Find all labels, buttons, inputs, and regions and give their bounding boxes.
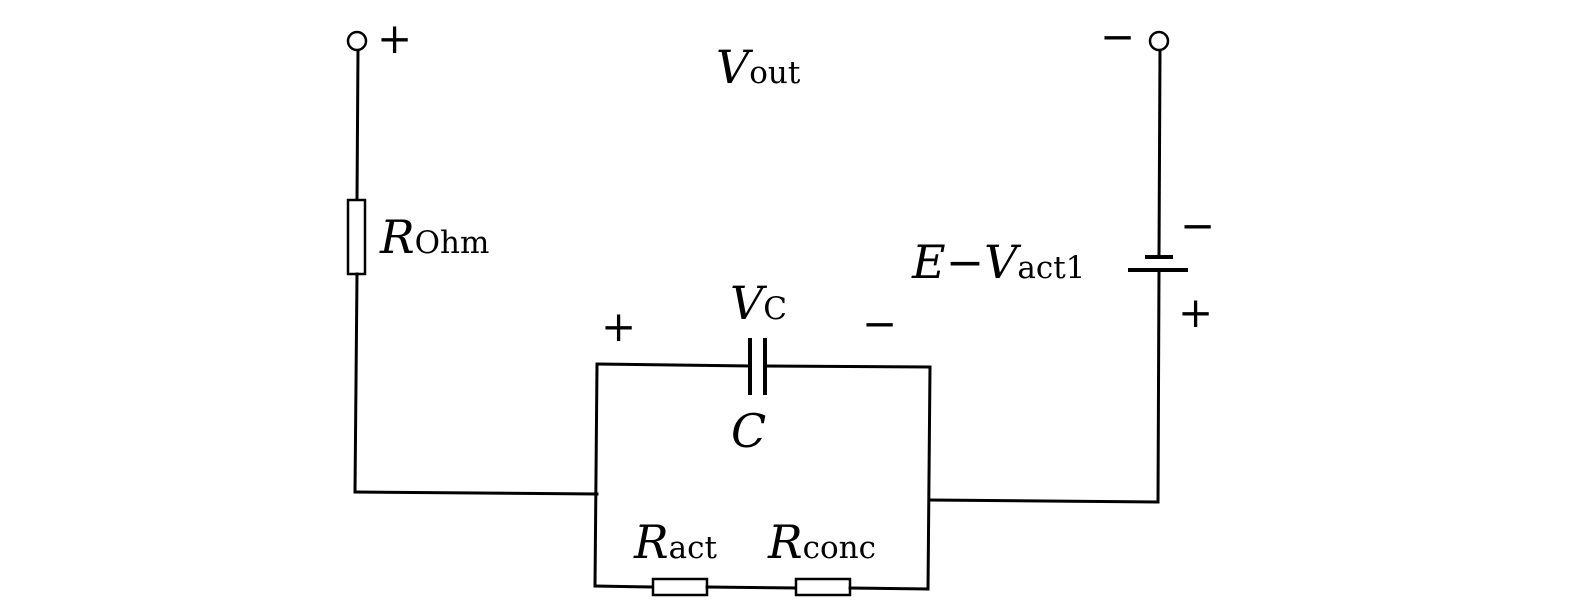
wire-cap-right	[763, 364, 932, 369]
rconc-symbol: R	[768, 515, 803, 569]
terminal-negative	[1148, 30, 1170, 52]
wire-cap-left	[595, 362, 752, 368]
battery-minus-operator: −	[945, 235, 985, 289]
resistor-ohm	[346, 198, 367, 276]
wire-block-to-right	[928, 498, 1160, 504]
wire-bottom-3	[848, 586, 930, 591]
vc-subscript: C	[763, 291, 787, 327]
rohm-symbol: R	[380, 210, 415, 264]
vout-symbol: V	[716, 40, 750, 94]
vout-subscript: out	[749, 55, 801, 91]
wire-block-right	[926, 365, 932, 591]
ract-symbol: R	[634, 515, 669, 569]
capacitor-positive-sign: +	[601, 302, 637, 351]
wire-left-to-block	[353, 490, 599, 496]
terminal-positive	[346, 30, 368, 52]
battery-label: E−Vact1	[912, 239, 1085, 285]
wire-right-top	[1157, 48, 1162, 259]
wire-left-top	[355, 48, 360, 202]
battery-positive-sign: +	[1178, 288, 1214, 337]
rohm-subscript: Ohm	[414, 225, 490, 261]
vc-label: VC	[730, 280, 787, 326]
wire-block-left	[593, 362, 599, 588]
rohm-label: ROhm	[380, 214, 489, 260]
ract-subscript: act	[668, 530, 717, 566]
wire-bottom-1	[593, 584, 655, 589]
terminal-negative-sign: −	[1100, 12, 1136, 61]
wire-right-bottom	[1156, 268, 1161, 504]
ract-label: Ract	[634, 519, 717, 565]
battery-v-symbol: V	[984, 235, 1018, 289]
battery-e-symbol: E	[912, 235, 946, 289]
rconc-subscript: conc	[802, 530, 876, 566]
capacitor-label: C	[731, 408, 766, 454]
battery-negative-sign: −	[1180, 201, 1216, 250]
wire-left-bottom	[353, 272, 359, 494]
resistor-conc	[794, 577, 852, 597]
battery-subscript: act1	[1017, 250, 1086, 286]
resistor-act	[651, 577, 709, 597]
rconc-label: Rconc	[768, 519, 876, 565]
vc-symbol: V	[730, 276, 764, 330]
terminal-positive-sign: +	[377, 14, 413, 63]
capacitor-negative-sign: −	[862, 299, 898, 348]
vout-label: Vout	[716, 44, 800, 90]
wire-bottom-2	[705, 585, 798, 590]
capacitor-symbol: C	[731, 404, 767, 458]
